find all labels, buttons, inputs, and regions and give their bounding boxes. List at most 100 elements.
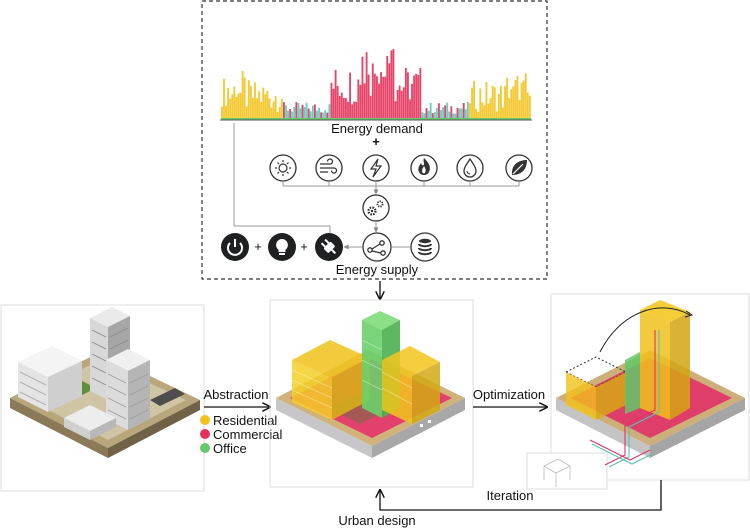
demand-bar [299, 108, 302, 120]
demand-bar [466, 102, 469, 120]
demand-bar [231, 94, 234, 120]
demand-bar [229, 98, 232, 120]
demand-bar [305, 102, 308, 120]
water-drop-icon [456, 154, 484, 182]
demand-bar [349, 72, 351, 120]
optimized-render [543, 300, 745, 487]
demand-bar [380, 72, 382, 120]
legend: Residential Commercial Office [200, 413, 282, 456]
plug-icon [315, 233, 343, 261]
demand-bar [361, 56, 364, 120]
demand-bar [500, 85, 502, 120]
demand-bar [293, 107, 296, 120]
demand-bar [386, 55, 389, 120]
demand-bar [497, 93, 500, 120]
demand-bar [254, 82, 256, 120]
demand-bar [438, 103, 440, 120]
bulb-icon [268, 233, 296, 261]
demand-bar [407, 72, 409, 120]
demand-bar [495, 111, 498, 120]
demand-bar [289, 108, 292, 120]
lightning-icon [362, 154, 390, 182]
demand-bar [421, 112, 424, 120]
sun-icon [269, 154, 297, 182]
demand-bar [512, 86, 515, 120]
demand-bar [487, 103, 490, 120]
demand-bar [510, 89, 513, 120]
plus-sign: + [372, 134, 380, 149]
demand-bar [309, 111, 312, 120]
demand-bar [223, 78, 225, 120]
demand-bar [262, 87, 265, 120]
plus-sign-2: + [300, 240, 307, 254]
demand-bar [301, 104, 304, 120]
demand-bar [363, 83, 366, 120]
demand-bar [241, 70, 244, 120]
demand-bar [347, 101, 349, 120]
demand-bar [481, 102, 484, 120]
demand-bar [489, 98, 492, 120]
demand-bar [278, 106, 281, 120]
iteration-label: Iteration [487, 488, 534, 503]
demand-bar [444, 105, 447, 120]
demand-bar [247, 80, 250, 120]
demand-bar [382, 76, 385, 120]
abstract-model-panel [269, 299, 474, 488]
demand-bar [454, 113, 457, 120]
demand-bar [522, 80, 525, 120]
legend-label-commercial: Commercial [213, 427, 282, 442]
power-icon [221, 233, 249, 261]
demand-bar [355, 101, 358, 120]
demand-bar [221, 106, 223, 120]
demand-bar [260, 101, 263, 120]
urban-design-render [10, 307, 200, 458]
demand-bar [322, 112, 325, 120]
demand-bar [314, 104, 316, 120]
demand-bar [402, 87, 405, 120]
demand-bar [417, 74, 420, 120]
demand-bar [446, 102, 449, 120]
optimization-label: Optimization [473, 387, 545, 402]
demand-bar [458, 108, 461, 120]
plus-sign-1: + [254, 240, 261, 254]
demand-bar [283, 102, 285, 120]
demand-bar [353, 101, 356, 120]
demand-bar [528, 95, 531, 120]
demand-bar [479, 88, 482, 120]
demand-bar [442, 107, 444, 120]
demand-bar [427, 110, 430, 120]
demand-bar [320, 112, 323, 120]
demand-bar [287, 110, 289, 120]
demand-bar [237, 93, 240, 120]
demand-bar [307, 108, 310, 120]
demand-bar [514, 80, 517, 120]
demand-bar [398, 85, 401, 120]
legend-label-residential: Residential [213, 413, 277, 428]
demand-bar [413, 75, 416, 120]
demand-bar [473, 80, 475, 120]
demand-bar [378, 83, 380, 120]
leaf-icon [505, 154, 533, 182]
demand-bar [452, 113, 455, 120]
demand-bar [435, 108, 438, 120]
demand-bar [425, 108, 428, 120]
demand-bar [270, 107, 273, 120]
energy-system-frame [201, 0, 548, 280]
demand-bar [280, 98, 283, 120]
demand-bar [369, 95, 372, 120]
demand-bar [276, 111, 279, 120]
demand-bar [256, 98, 258, 120]
demand-bar [524, 73, 527, 120]
demand-bar [469, 103, 471, 120]
demand-bar [429, 102, 432, 120]
inset-panel [526, 452, 608, 490]
demand-bar [318, 107, 320, 120]
flame-icon [410, 154, 438, 182]
demand-bar [334, 70, 337, 120]
energy-supply-label: Energy supply [336, 262, 419, 277]
demand-bar [460, 108, 463, 120]
demand-bar [345, 98, 347, 120]
demand-bar [245, 106, 248, 120]
demand-bar [516, 75, 519, 120]
demand-bar [526, 92, 529, 120]
